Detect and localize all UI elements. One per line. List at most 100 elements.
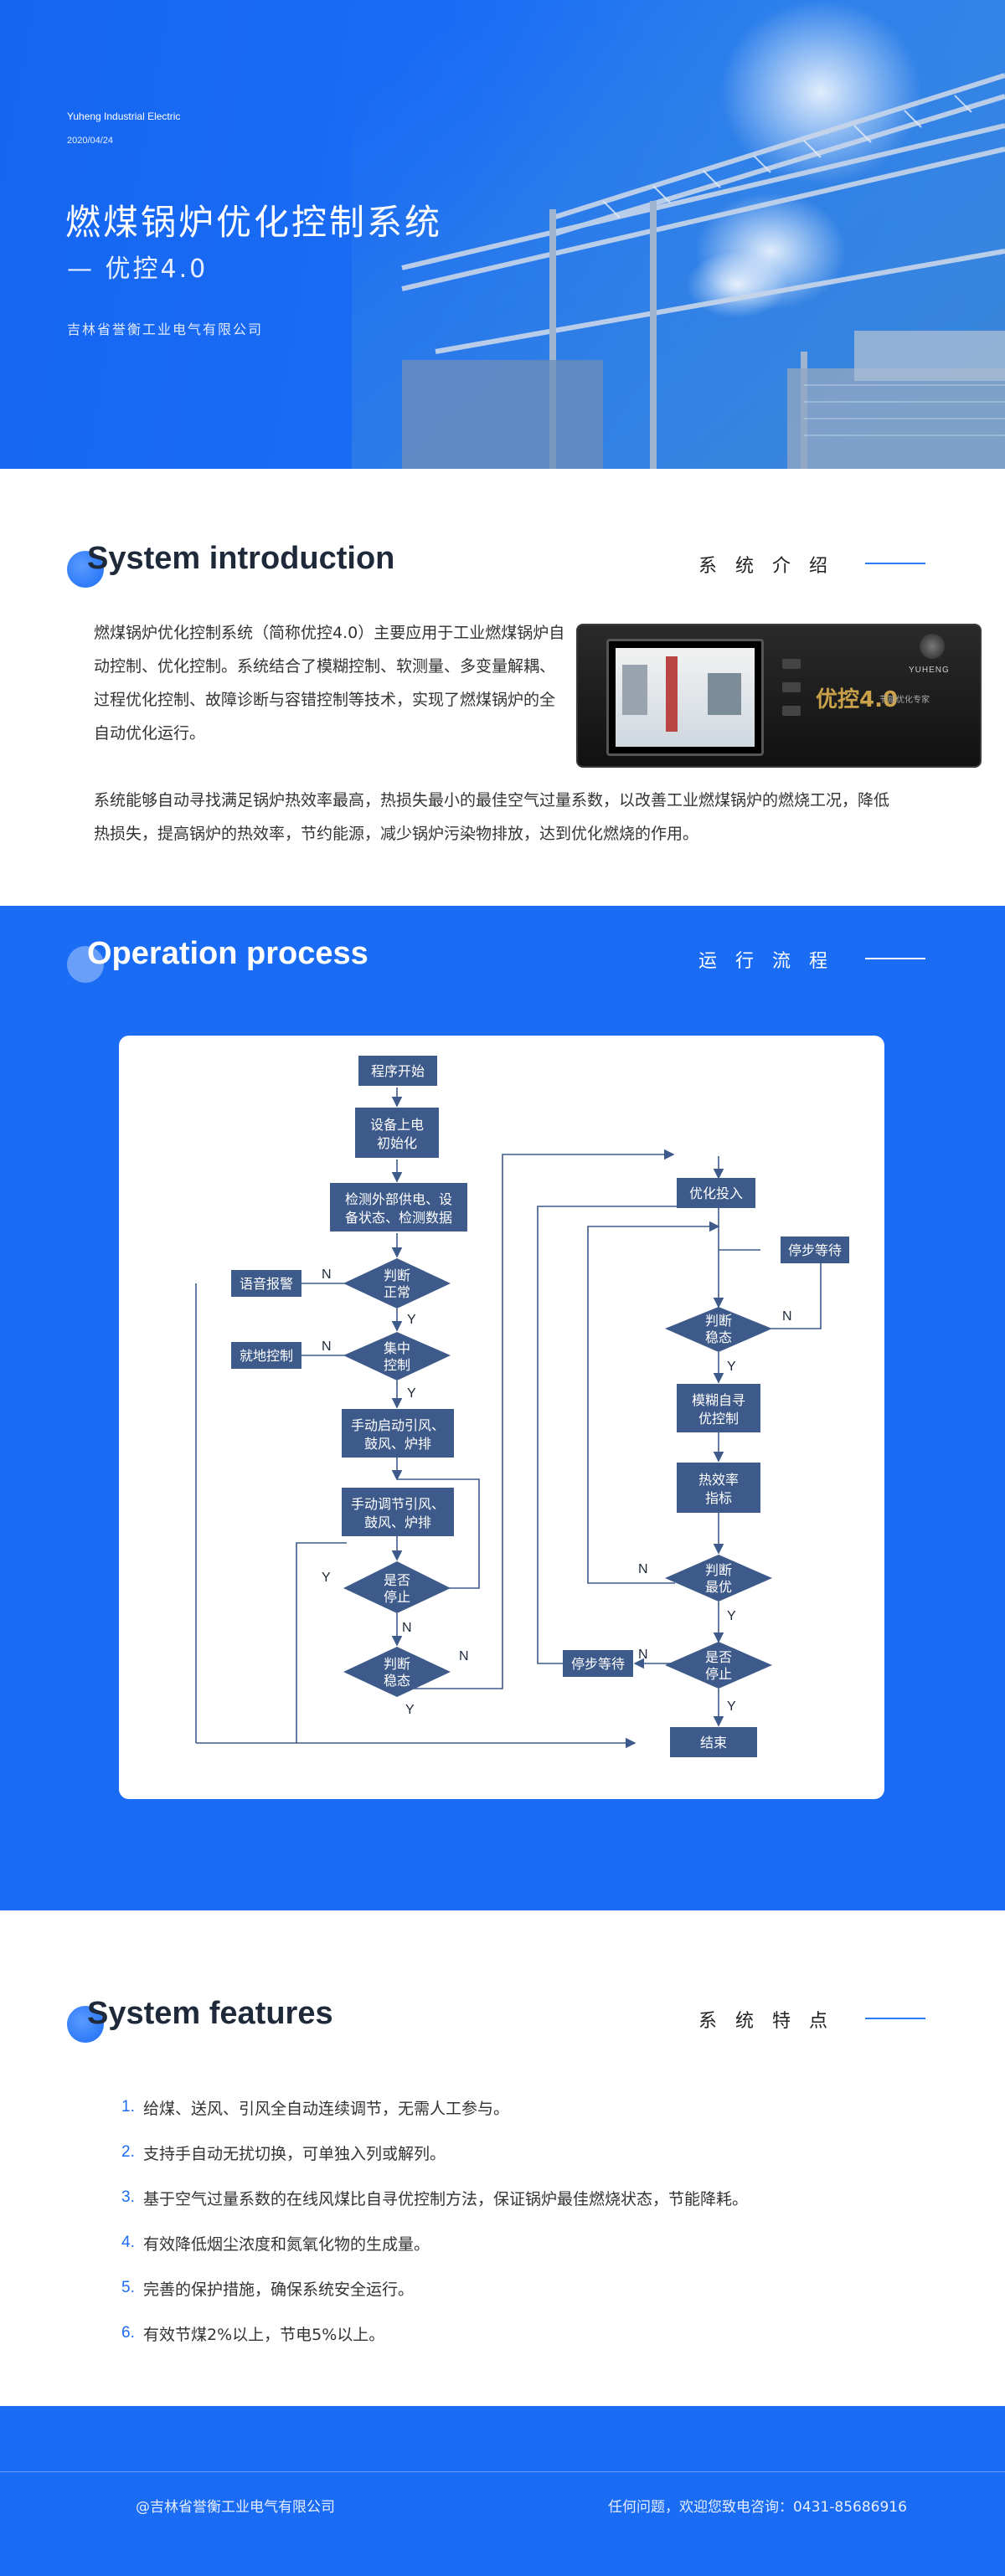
node-power [355, 1108, 439, 1158]
node-end [670, 1727, 757, 1757]
flowchart-label: N [322, 1267, 332, 1282]
flowchart-label: 优化投入 [689, 1185, 743, 1201]
page-subtitle: — 优控4.0 [67, 255, 209, 284]
list-item: 3.基于空气过量系数的在线风煤比自寻优控制方法，保证锅炉最佳燃烧状态，节能降耗。 [121, 2188, 749, 2208]
device-button [782, 659, 801, 669]
flowchart-label: 稳态 [705, 1329, 732, 1345]
flowchart-label: 设备上电 [370, 1117, 424, 1133]
device-tagline: 节能优化专家 [879, 696, 930, 705]
node-local [231, 1342, 302, 1369]
device-screen [606, 639, 764, 756]
list-item: 4.有效降低烟尘浓度和氮氧化物的生成量。 [121, 2234, 430, 2254]
node-opt-in [677, 1178, 755, 1208]
node-best [665, 1555, 772, 1602]
node-stable-right [665, 1307, 772, 1352]
node-fuzzy [677, 1384, 760, 1432]
flowchart-label: 停步等待 [571, 1656, 625, 1672]
intro-paragraph-2: 系统能够自动寻找满足锅炉热效率最高，热损失最小的最佳空气过量系数，以改善工业燃煤… [94, 791, 890, 843]
node-wait-top [781, 1237, 849, 1263]
footer-divider [0, 2471, 1005, 2472]
flowchart-label: Y [407, 1386, 416, 1401]
flowchart-label: 结束 [700, 1735, 727, 1751]
industrial-plant-image [352, 0, 1005, 469]
flowchart-label: 手动调节引风、 [351, 1496, 445, 1512]
list-item: 5.完善的保护措施，确保系统安全运行。 [121, 2279, 415, 2299]
flowchart-label: N [322, 1339, 332, 1354]
flowchart-label: 判断 [384, 1267, 410, 1283]
flowchart-label: 判断 [705, 1562, 732, 1578]
footer-contact[interactable]: 任何问题，欢迎您致电咨询：0431-85686916 [608, 2499, 907, 2516]
decorative-line [865, 2018, 925, 2019]
section-title-cn: 系统介绍 [698, 556, 846, 577]
section-title-cn: 系统特点 [698, 2011, 846, 2032]
flowchart: .nd { fill: #3d5a8a; } .tx { fill: #ffff… [195, 1056, 849, 1757]
node-stop-right [665, 1642, 772, 1689]
flowchart-label: 备状态、检测数据 [345, 1210, 452, 1226]
section-header-features: System features 系统特点 [0, 1991, 1005, 2043]
node-detect [330, 1183, 467, 1231]
flowchart-label: Y [727, 1609, 736, 1623]
device-button [782, 706, 801, 716]
flowchart-label: 鼓风、炉排 [364, 1514, 431, 1530]
section-title-cn: 运行流程 [698, 951, 846, 972]
list-item: 6.有效节煤2%以上，节电5%以上。 [121, 2324, 385, 2344]
flowchart-label: 就地控制 [240, 1348, 293, 1364]
flowchart-label: Y [405, 1703, 415, 1717]
flowchart-label: 集中 [384, 1340, 410, 1356]
feature-list: 1.给煤、送风、引风全自动连续调节，无需人工参与。 2.支持手自动无扰切换，可单… [121, 2085, 748, 2356]
node-start-label: 程序开始 [371, 1063, 425, 1079]
node-manual-start [342, 1409, 454, 1458]
flowchart-label: 停止 [384, 1589, 410, 1605]
flowchart-label: 最优 [705, 1579, 732, 1595]
flowchart-label: 检测外部供电、设 [345, 1191, 452, 1207]
section-title-en: System introduction [87, 541, 395, 576]
flowchart-label: Y [407, 1313, 416, 1327]
section-title-en: Operation process [87, 936, 368, 971]
company-name-en: Yuheng Industrial Electric [67, 111, 181, 122]
node-judge-normal [343, 1258, 451, 1309]
flowchart-label: Y [727, 1360, 736, 1374]
node-wait-bottom [563, 1650, 633, 1677]
flowchart-label: N [638, 1648, 648, 1662]
node-stable-left [343, 1647, 451, 1697]
device-knob [920, 634, 945, 659]
flowchart-label: 热效率 [698, 1472, 739, 1488]
flowchart-label: 判断 [705, 1313, 732, 1329]
node-efficiency [677, 1463, 760, 1513]
section-header-process: Operation process 运行流程 [0, 931, 1005, 983]
flowchart-label: Y [727, 1699, 736, 1714]
publish-date: 2020/04/24 [67, 136, 114, 146]
decorative-dot [67, 946, 104, 983]
flowchart-label: 优控制 [698, 1411, 739, 1427]
device-brand: YUHENG [909, 666, 950, 675]
decorative-dot [67, 551, 104, 588]
flowchart-label: 是否 [705, 1649, 732, 1665]
flowchart-label: Y [322, 1571, 331, 1585]
device-button [782, 682, 801, 692]
company-name-cn: 吉林省誉衡工业电气有限公司 [67, 321, 264, 337]
node-central [343, 1332, 451, 1381]
flowchart-label: 稳态 [384, 1673, 410, 1689]
flowchart-card: .nd { fill: #3d5a8a; } .tx { fill: #ffff… [119, 1036, 884, 1799]
flowchart-label: N [638, 1562, 648, 1576]
hero-banner: Yuheng Industrial Electric 2020/04/24 燃煤… [0, 0, 1005, 469]
footer-copyright: @吉林省誉衡工业电气有限公司 [136, 2499, 335, 2516]
flowchart-label: 正常 [384, 1284, 410, 1300]
node-manual-adjust [342, 1488, 454, 1536]
decorative-dot [67, 2006, 104, 2043]
flowchart-label: N [402, 1621, 412, 1635]
flowchart-label: 控制 [384, 1357, 410, 1373]
decorative-line [865, 958, 925, 959]
device-model: 优控4.0 [816, 687, 899, 712]
flowchart-label: 判断 [384, 1656, 410, 1672]
flowchart-label: 模糊自寻 [692, 1392, 745, 1408]
node-stop-question [343, 1561, 451, 1613]
decorative-line [865, 563, 925, 564]
flowchart-label: 停止 [705, 1666, 732, 1682]
flowchart-label: N [459, 1649, 469, 1663]
list-item: 1.给煤、送风、引风全自动连续调节，无需人工参与。 [121, 2098, 510, 2118]
list-item: 2.支持手自动无扰切换，可单独入列或解列。 [121, 2143, 446, 2163]
section-header-introduction: System introduction 系统介绍 [0, 536, 1005, 588]
flowchart-label: 语音报警 [240, 1276, 293, 1292]
footer: @吉林省誉衡工业电气有限公司 任何问题，欢迎您致电咨询：0431-8568691… [0, 2406, 1005, 2576]
